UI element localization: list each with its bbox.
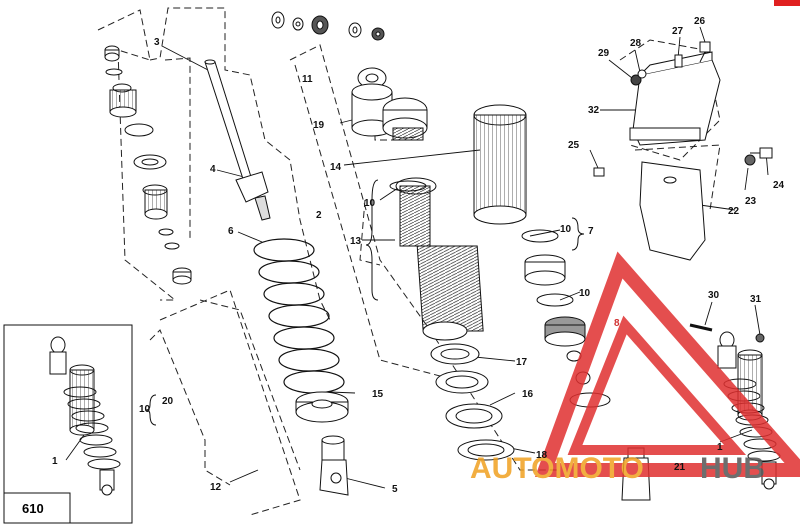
callout-14: 14 — [330, 162, 342, 173]
page-number-box — [3, 492, 71, 524]
callout-10-b: 10 — [560, 224, 572, 235]
callout-23: 23 — [745, 196, 757, 207]
callout-8: 8 — [614, 318, 620, 329]
part-13-shock-body — [395, 177, 484, 341]
callout-16: 16 — [522, 389, 534, 400]
part-5-lower-eye — [319, 435, 349, 496]
callout-19: 19 — [313, 120, 325, 131]
watermark-triangle-outer — [534, 251, 800, 477]
watermark-text-left: AUTOMOTO — [470, 452, 644, 485]
callout-2: 2 — [316, 210, 322, 221]
part-14-reservoir — [473, 104, 527, 225]
part-19-top-mount — [351, 67, 393, 137]
callout-12: 12 — [210, 482, 222, 493]
callout-4: 4 — [210, 164, 216, 175]
callout-5: 5 — [392, 484, 398, 495]
part-3-valve-stack — [104, 45, 192, 285]
fasteners — [593, 41, 773, 343]
page-number: 610 — [22, 501, 44, 516]
part-15-spring-seat — [295, 391, 349, 423]
leader-lines — [65, 26, 769, 489]
reservoir-cap — [382, 97, 428, 141]
callout-10-a: 10 — [364, 198, 376, 209]
watermark: AUTOMOTO HUB — [470, 251, 800, 485]
part-1-assembled-shock-left — [49, 336, 121, 496]
callout-3: 3 — [154, 37, 160, 48]
callout-27: 27 — [672, 26, 684, 37]
watermark-triangle-inner — [567, 315, 747, 455]
part-22-mudguard-lower — [639, 161, 706, 261]
callout-25: 25 — [568, 140, 580, 151]
callout-30: 30 — [708, 290, 720, 301]
part-6-coil-spring — [253, 238, 345, 394]
callout-28: 28 — [630, 38, 642, 49]
part-32-mudguard-upper — [629, 51, 721, 146]
group-outlines — [97, 7, 721, 516]
callout-20: 20 — [162, 396, 174, 407]
callout-17: 17 — [516, 357, 528, 368]
callout-11: 11 — [302, 74, 313, 85]
callout-10-c: 10 — [579, 288, 591, 299]
callout-29: 29 — [598, 48, 610, 59]
callout-24: 24 — [773, 180, 785, 191]
callout-18: 18 — [536, 450, 548, 461]
callout-10-d: 10 — [139, 404, 151, 415]
watermark-text-right: HUB — [700, 452, 765, 485]
adjuster-rings — [430, 343, 515, 461]
corner-marker — [774, 0, 800, 6]
part-11-bushings — [271, 11, 385, 41]
callout-1-right: 1 — [717, 442, 723, 453]
callout-labels: 1 1 2 3 4 5 6 7 8 10 10 10 10 11 12 13 1… — [52, 16, 785, 495]
callout-7: 7 — [588, 226, 594, 237]
part-4-piston-rod — [204, 59, 271, 221]
callout-6: 6 — [228, 226, 234, 237]
callout-31: 31 — [750, 294, 762, 305]
callout-13: 13 — [350, 236, 362, 247]
callout-26: 26 — [694, 16, 706, 27]
callout-32: 32 — [588, 105, 600, 116]
callout-15: 15 — [372, 389, 384, 400]
group-braces — [145, 179, 585, 426]
callout-1-left: 1 — [52, 456, 58, 467]
callout-22: 22 — [728, 206, 740, 217]
callout-21: 21 — [674, 462, 686, 473]
